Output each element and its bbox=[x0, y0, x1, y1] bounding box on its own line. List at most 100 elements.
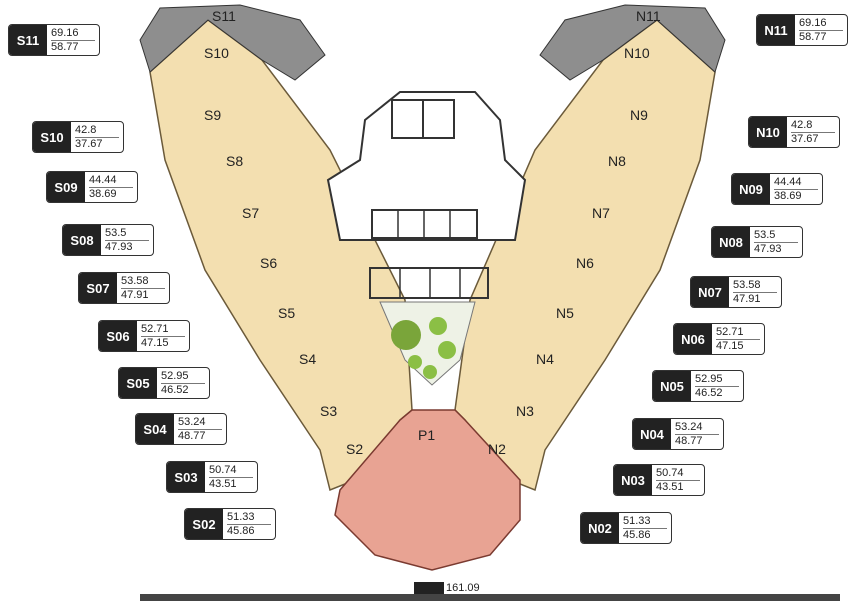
net-area: 38.69 bbox=[89, 187, 117, 200]
unit-code: S10 bbox=[33, 122, 71, 152]
net-area: 47.93 bbox=[754, 242, 782, 255]
gross-area: 50.74 bbox=[209, 464, 253, 478]
room-label-n5: N5 bbox=[556, 305, 574, 321]
gross-area: 44.44 bbox=[89, 174, 133, 188]
net-area: 46.52 bbox=[695, 386, 723, 399]
tree-icon bbox=[429, 317, 447, 335]
unit-code: S02 bbox=[185, 509, 223, 539]
unit-code: N05 bbox=[653, 371, 691, 401]
net-area: 58.77 bbox=[51, 40, 79, 53]
net-area: 37.67 bbox=[791, 132, 819, 145]
net-area: 47.93 bbox=[105, 240, 133, 253]
unit-code: N10 bbox=[749, 117, 787, 147]
gross-area: 53.24 bbox=[178, 416, 222, 430]
net-area: 48.77 bbox=[178, 429, 206, 442]
net-area: 43.51 bbox=[209, 477, 237, 490]
gross-area: 42.8 bbox=[791, 119, 835, 133]
net-area: 47.15 bbox=[716, 339, 744, 352]
room-label-n2: N2 bbox=[488, 441, 506, 457]
n11-unit bbox=[539, 4, 726, 81]
unit-code: S07 bbox=[79, 273, 117, 303]
gross-area: 53.58 bbox=[733, 279, 777, 293]
room-label-s8: S8 bbox=[226, 153, 243, 169]
unit-code: N02 bbox=[581, 513, 619, 543]
unit-code: N09 bbox=[732, 174, 770, 204]
net-area: 46.52 bbox=[161, 383, 189, 396]
room-label-n7: N7 bbox=[592, 205, 610, 221]
net-area: 37.67 bbox=[75, 137, 103, 150]
room-labels: S11S10S9S8S7S6S5S4S3S2N11N10N9N8N7N6N5N4… bbox=[204, 8, 661, 457]
unit-code: N07 bbox=[691, 277, 729, 307]
net-area: 47.91 bbox=[733, 292, 761, 305]
elevator-bank-low bbox=[369, 267, 489, 299]
net-area: 48.77 bbox=[675, 434, 703, 447]
tree-icon bbox=[438, 341, 456, 359]
unit-code: N08 bbox=[712, 227, 750, 257]
room-label-s10: S10 bbox=[204, 45, 229, 61]
unit-code: S08 bbox=[63, 225, 101, 255]
gross-area: 53.24 bbox=[675, 421, 719, 435]
net-area: 45.86 bbox=[227, 524, 255, 537]
room-label-s9: S9 bbox=[204, 107, 221, 123]
gross-area: 51.33 bbox=[227, 511, 271, 525]
unit-code: N11 bbox=[757, 15, 795, 45]
gross-area: 53.5 bbox=[105, 227, 149, 241]
unit-code: S11 bbox=[9, 25, 47, 55]
tree-icon bbox=[408, 355, 422, 369]
room-label-s6: S6 bbox=[260, 255, 277, 271]
gross-area: 69.16 bbox=[51, 27, 95, 41]
room-label-s2: S2 bbox=[346, 441, 363, 457]
room-label-n3: N3 bbox=[516, 403, 534, 419]
room-label-s3: S3 bbox=[320, 403, 337, 419]
room-label-n8: N8 bbox=[608, 153, 626, 169]
gross-area: 53.58 bbox=[121, 275, 165, 289]
unit-code: S04 bbox=[136, 414, 174, 444]
net-area: 58.77 bbox=[799, 30, 827, 43]
room-label-s7: S7 bbox=[242, 205, 259, 221]
tree-icon bbox=[423, 365, 437, 379]
bottom-area-value: 161.09 bbox=[446, 582, 480, 594]
bottom-strip bbox=[140, 594, 840, 601]
net-area: 45.86 bbox=[623, 528, 651, 541]
gross-area: 52.71 bbox=[716, 326, 760, 340]
core-block bbox=[326, 91, 527, 241]
room-label-n9: N9 bbox=[630, 107, 648, 123]
net-area: 47.15 bbox=[141, 336, 169, 349]
gross-area: 50.74 bbox=[656, 467, 700, 481]
gross-area: 52.95 bbox=[161, 370, 205, 384]
net-area: 43.51 bbox=[656, 480, 684, 493]
penthouse-p1 bbox=[334, 409, 521, 571]
s11-unit bbox=[139, 4, 326, 81]
